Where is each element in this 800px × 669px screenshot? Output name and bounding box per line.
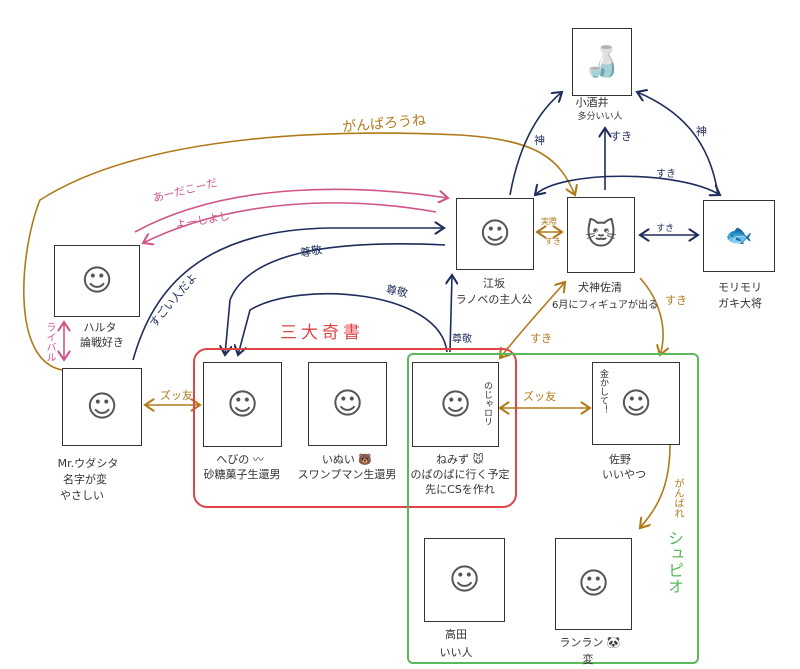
edge-label-suki-nezumi: すき	[530, 332, 552, 345]
edge-label-suki-kozakai: すき	[610, 130, 632, 143]
portrait-morimori: 🐟	[703, 200, 775, 272]
face-sketch: ☺	[331, 386, 364, 422]
edge-label-suki-sano: すき	[665, 294, 687, 307]
name-takada: 高田	[445, 628, 467, 641]
name-nezumi: ねみず 🐭	[436, 453, 484, 466]
name-hebino: へびの 〰	[216, 453, 264, 466]
edge-kami2	[637, 92, 719, 196]
note2-nezumi: 先にCSを作れ	[425, 483, 495, 496]
name-uda: Mr.ウダシタ	[57, 457, 119, 470]
note-sano: いいやつ	[602, 468, 646, 481]
edge-label-ganbare: がんばれ	[672, 478, 683, 518]
fish-icon: 🐟	[725, 223, 753, 249]
face-sketch: ☺	[439, 387, 472, 422]
note-ranran: 変	[582, 653, 594, 666]
name-ranran: ランラン 🐼	[559, 636, 621, 649]
note-morimori: ガキ大将	[718, 297, 762, 310]
face-sketch: ☺	[81, 263, 113, 299]
edge-kami1	[509, 92, 562, 196]
portrait-nezumi: ☺ のじゃロリ	[412, 362, 499, 447]
cat-icon: 🐱	[585, 217, 617, 253]
edge-label-suki-top: すき	[656, 169, 676, 180]
portrait-inui: ☺	[308, 362, 387, 446]
name-inugami: 犬神佐清	[578, 281, 622, 294]
edge-label-zuttomo2: ズッ友	[523, 390, 556, 403]
note-esaka: ラノベの主人公	[455, 293, 533, 306]
name-morimori: モリモリ	[718, 281, 762, 294]
portrait-ranran: ☺	[555, 538, 632, 630]
edge-label-zuttomo1: ズッ友	[160, 389, 193, 402]
edge-sonkei1	[225, 243, 446, 355]
portrait-sano: ☺ 金かして！	[592, 362, 680, 445]
edge-ganbare	[640, 444, 671, 528]
face-sketch: ☺	[86, 389, 118, 425]
portrait-haruta: ☺	[54, 245, 140, 317]
edge-label-rival: ライバル	[44, 322, 55, 362]
edge-label-jissai-suki: すき	[545, 237, 561, 246]
group-shupio-label: シュピオ	[665, 530, 684, 594]
edge-label-sonkei3: 尊敬	[452, 334, 472, 345]
note-inui: スワンプマン生還男	[297, 468, 397, 481]
portrait-kozakai: 🍶	[572, 28, 632, 96]
sano-speech: 金かして！	[598, 369, 608, 414]
portrait-uda: ☺	[62, 368, 142, 446]
face-sketch: ☺	[479, 216, 511, 252]
nezumi-speech: のじゃロリ	[482, 381, 492, 426]
portrait-esaka: ☺	[456, 198, 534, 270]
edge-label-suki-mori: すき	[656, 224, 675, 234]
note-haruta: 論戦好き	[80, 336, 124, 349]
portrait-hebino: ☺	[203, 362, 282, 447]
note2-uda: やさしい	[60, 489, 104, 502]
edge-label-jissai: 実際	[541, 217, 557, 226]
name-kozakai: 小酒井	[575, 96, 609, 109]
note-inugami: 6月にフィギュアが出る	[552, 300, 658, 311]
face-sketch: ☺	[620, 386, 652, 421]
name-haruta: ハルタ	[83, 321, 117, 334]
name-esaka: 江坂	[483, 277, 505, 290]
note-hebino: 砂糖菓子生還男	[203, 468, 281, 481]
edge-ganbarou	[23, 132, 575, 371]
edge-suki-top	[535, 175, 720, 195]
edge-suki-sano	[639, 277, 663, 355]
edge-sonkei3	[450, 275, 452, 353]
edge-adakoda	[134, 188, 448, 233]
portrait-takada: ☺	[424, 538, 505, 622]
edge-suki-nezumi	[500, 282, 565, 358]
group-sandai-kisho-label: 三大奇書	[280, 323, 364, 343]
edge-sugoi	[132, 228, 444, 361]
group-shupio-frame	[407, 353, 699, 664]
edge-label-kami2: 神	[696, 125, 707, 138]
group-sandai-kisho-frame	[193, 348, 517, 508]
edge-sonkei2	[238, 292, 448, 355]
note-uda: 名字が変	[63, 473, 107, 486]
note-takada: いい人	[439, 646, 473, 659]
note-kozakai: 多分いい人	[577, 112, 623, 122]
edge-label-kami1: 神	[534, 134, 545, 147]
name-sano: 佐野	[609, 453, 631, 466]
portrait-inugami: 🐱	[567, 197, 635, 273]
face-sketch: ☺	[448, 562, 481, 598]
face-sketch: ☺	[226, 387, 259, 422]
name-inui: いぬい 🐻	[321, 453, 373, 466]
note-nezumi: のばのばに行く予定	[410, 468, 510, 481]
sake-bottle-icon: 🍶	[583, 44, 621, 80]
edge-yoshiyoshi	[143, 202, 437, 243]
face-sketch: ☺	[577, 566, 610, 602]
